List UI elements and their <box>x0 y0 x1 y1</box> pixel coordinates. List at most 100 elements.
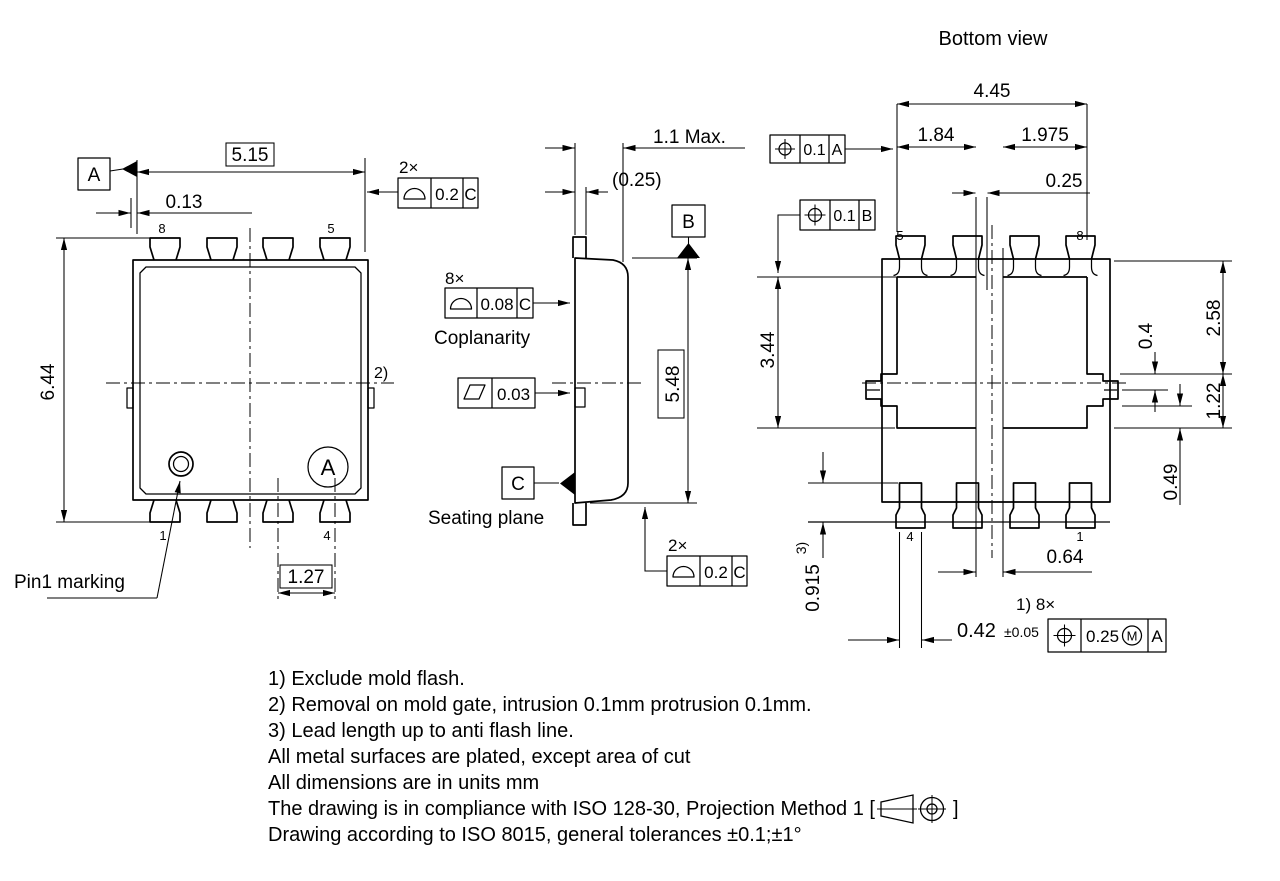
dim-center-strip: 0.64 <box>1047 547 1084 568</box>
bottom-view-centerlines <box>862 225 1130 558</box>
datum-c-letter: C <box>511 474 525 495</box>
top-view-dimensions: 6.44 5.15 0.13 1.27 A 8 <box>14 142 479 599</box>
drawing-notes: 1) Exclude mold flash. 2) Removal on mol… <box>268 666 959 848</box>
datum-b-letter: B <box>682 212 695 233</box>
dim-lower-pad: 1.22 <box>1204 383 1225 420</box>
fcf-tolerance: 0.2 <box>704 563 728 582</box>
dim-lead-width-tol: ±0.05 <box>1004 624 1039 640</box>
dim-body-height: 6.44 <box>38 363 59 400</box>
fcf-datum: C <box>464 185 476 204</box>
profile-of-surface-icon <box>403 187 426 200</box>
fcf-count: 8× <box>445 269 464 288</box>
dim-gap: 0.25 <box>1046 171 1083 192</box>
bottom-view-title: Bottom view <box>939 28 1048 50</box>
datum-b-flag: B <box>671 204 706 258</box>
dim-edge-offset: 0.13 <box>166 192 203 213</box>
dim-body-width: 5.15 <box>232 145 269 166</box>
top-view-centerlines <box>106 228 394 600</box>
dim-pad-height: 3.44 <box>758 331 779 368</box>
dim-right-pad: 1.975 <box>1021 125 1069 146</box>
profile-of-surface-icon <box>449 297 473 310</box>
fcf-modifier: M <box>1127 629 1138 644</box>
note-line: All dimensions are in units mm <box>268 772 540 794</box>
note-line: 3) Lead length up to anti flash line. <box>268 720 574 742</box>
seating-plane-label: Seating plane <box>428 508 544 529</box>
dim-tab-offset: 0.49 <box>1161 464 1182 501</box>
fcf-flatness: 0.03 <box>457 377 570 409</box>
fcf-count: 2× <box>399 158 418 177</box>
fcf-tolerance: 0.1 <box>833 208 855 225</box>
dim-pin-pitch: 1.27 <box>288 567 325 588</box>
projection-method-icon <box>876 794 946 824</box>
fcf-tolerance: 0.03 <box>497 385 530 404</box>
fcf-position-a: 0.1 A <box>769 134 893 164</box>
note-line-projection: The drawing is in compliance with ISO 12… <box>268 794 959 824</box>
datum-c-flag: C <box>501 466 575 500</box>
datum-triangle-icon <box>677 243 700 258</box>
bottom-view-body-outline <box>808 235 1119 529</box>
dim-pad-span: 4.45 <box>974 81 1011 102</box>
pin-number: 4 <box>906 529 913 544</box>
fcf-position-leads: 0.25 M A <box>1047 618 1167 653</box>
dim-tab-width: 0.4 <box>1136 322 1157 349</box>
dim-thickness-max: 1.1 Max. <box>653 127 726 148</box>
dim-lead-width: 0.42 <box>957 620 996 642</box>
pin-number: 8 <box>158 221 165 236</box>
bottom-view-dimensions: 4.45 1.84 1.975 0.25 2.58 1.22 0.4 0.49 <box>757 81 1232 653</box>
pin-number: 5 <box>327 221 334 236</box>
fcf-lead-profile-bottom: 2× 0.2 C <box>641 507 748 587</box>
lead-count-ref: 1) 8× <box>1016 595 1055 614</box>
dim-standoff: (0.25) <box>612 170 662 191</box>
fcf-count: 2× <box>668 536 687 555</box>
datum-triangle-icon <box>122 161 137 177</box>
pin1-marking-dot <box>168 451 194 477</box>
fcf-datum: A <box>1151 627 1163 646</box>
view-label-circle <box>307 446 349 488</box>
note-line: 1) Exclude mold flash. <box>268 668 465 690</box>
note-line: All metal surfaces are plated, except ar… <box>268 746 691 768</box>
pin-number: 1 <box>1076 529 1083 544</box>
fcf-lead-profile-top: 2× 0.2 C <box>367 158 479 209</box>
side-view-dimensions: 1.1 Max. (0.25) B 5.48 8× <box>428 127 748 587</box>
datum-triangle-icon <box>560 472 575 495</box>
dim-left-pad: 1.84 <box>918 125 955 146</box>
top-view: 6.44 5.15 0.13 1.27 A 8 <box>14 142 479 600</box>
fcf-tolerance: 0.1 <box>803 142 825 159</box>
profile-of-surface-icon <box>672 565 695 578</box>
lead-length-note-ref: 3) <box>793 542 809 554</box>
pin1-marking-label: Pin1 marking <box>14 572 125 593</box>
fcf-tolerance: 0.2 <box>435 185 459 204</box>
note-line: Drawing according to ISO 8015, general t… <box>268 824 802 846</box>
dim-lead-length: 0.915 <box>803 564 824 612</box>
pin-number: 1 <box>159 528 166 543</box>
view-letter: A <box>321 455 336 480</box>
bottom-view: Bottom view <box>757 28 1232 653</box>
fcf-datum: C <box>519 295 531 314</box>
fcf-datum: C <box>733 563 745 582</box>
fcf-tolerance: 0.25 <box>1086 627 1119 646</box>
position-icon <box>775 139 795 159</box>
position-icon <box>804 204 826 226</box>
note-projection-suffix: ] <box>952 798 959 820</box>
coplanarity-label: Coplanarity <box>434 328 531 349</box>
fcf-coplanarity: 8× 0.08 C Coplanarity <box>434 269 570 349</box>
fcf-position-b: 0.1 B <box>774 199 876 273</box>
mold-gate-note-ref: 2) <box>374 365 388 382</box>
note-line: 2) Removal on mold gate, intrusion 0.1mm… <box>268 694 812 716</box>
fcf-tolerance: 0.08 <box>480 295 513 314</box>
pin-number: 5 <box>896 228 903 243</box>
pin-number: 4 <box>323 528 330 543</box>
side-view: 1.1 Max. (0.25) B 5.48 8× <box>428 127 748 587</box>
fcf-datum: B <box>862 208 873 225</box>
note-projection-prefix: The drawing is in compliance with ISO 12… <box>268 798 875 820</box>
mmc-modifier-icon <box>1121 625 1143 646</box>
position-icon <box>1053 624 1076 647</box>
fcf-datum: A <box>832 142 843 159</box>
datum-a-letter: A <box>88 165 101 186</box>
flatness-icon <box>463 384 486 400</box>
datum-a-flag: A <box>77 157 137 191</box>
side-view-body-outline <box>572 236 629 526</box>
pin-number: 8 <box>1076 228 1083 243</box>
